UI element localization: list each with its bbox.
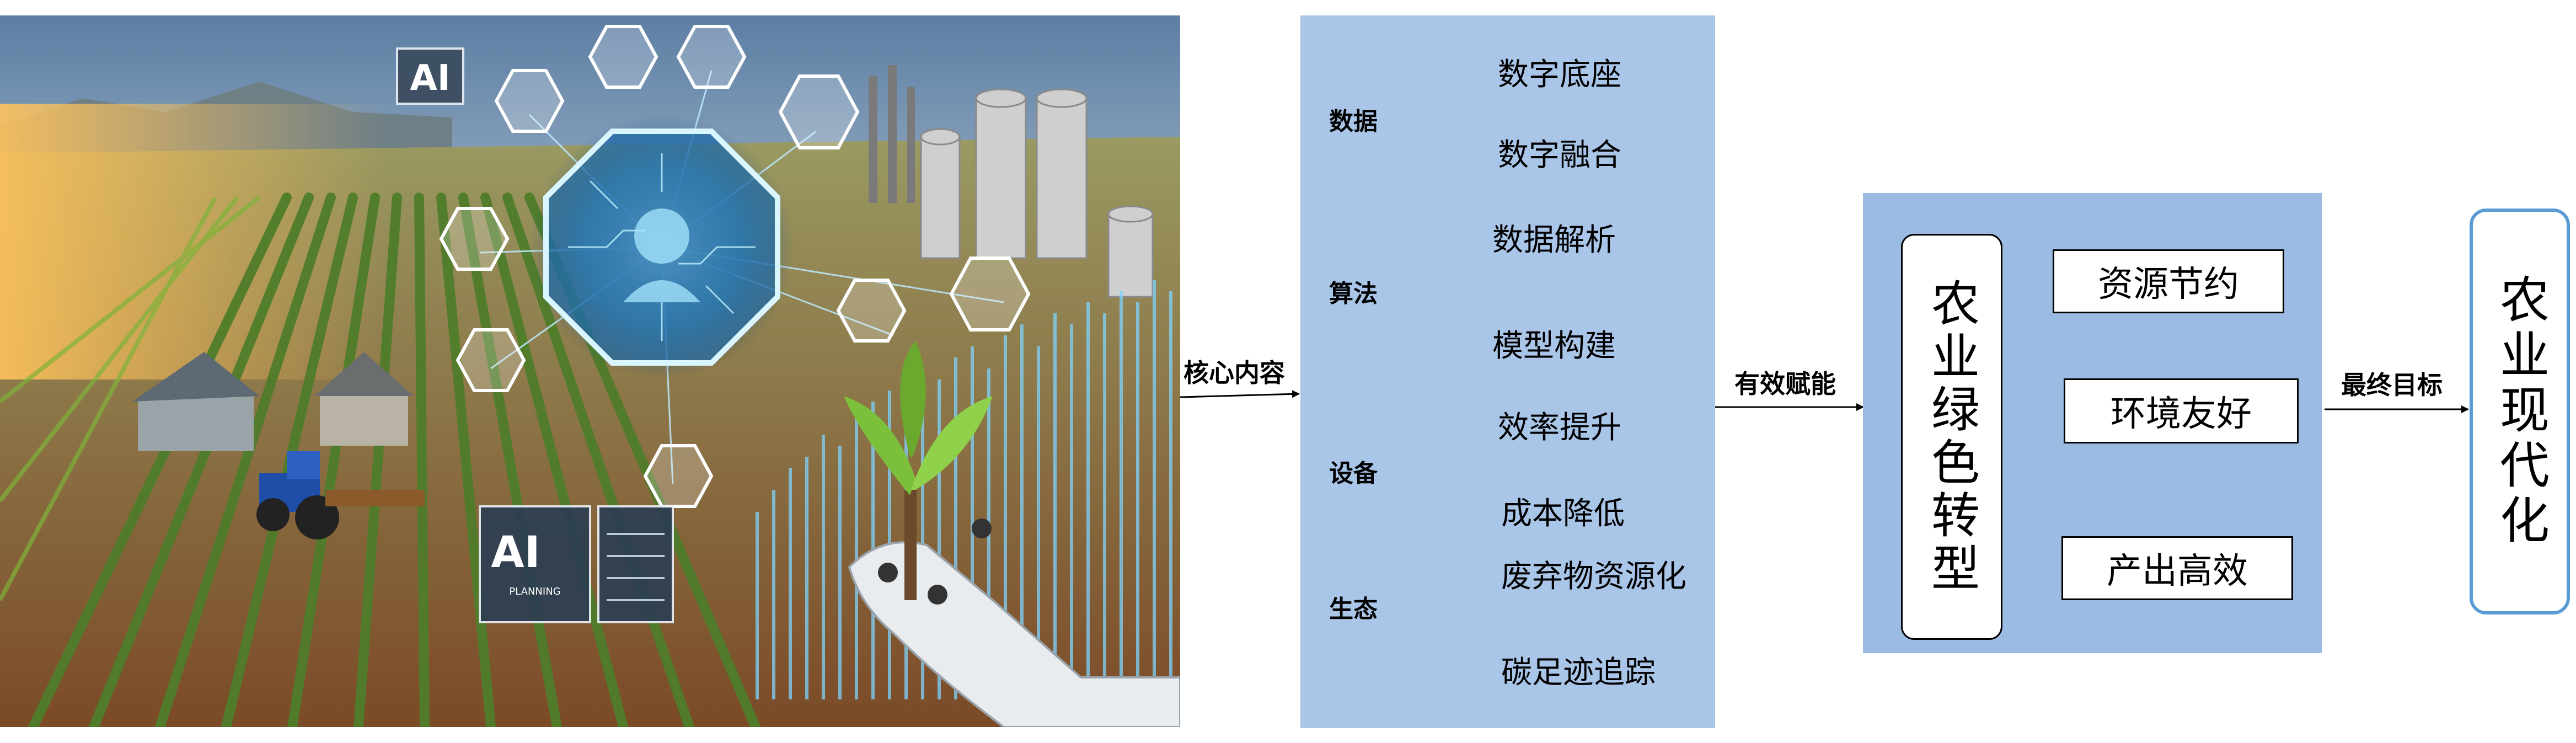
outcome-box-resource-saving	[2053, 249, 2284, 313]
green-transformation-label: 农业绿色转型	[1923, 278, 1980, 596]
ai-badge-top: AI	[410, 58, 450, 99]
ai-badge-bottom: AI	[491, 528, 540, 578]
core-category-data: 数据	[1329, 108, 1378, 136]
goal-label: 农业现代化	[2491, 274, 2549, 549]
goal-box	[2470, 209, 2570, 614]
outcome-box-high-output	[2061, 536, 2293, 600]
arrow-label-empower: 有效赋能	[1734, 369, 1836, 399]
outcome-box-environment-friendly	[2064, 378, 2299, 443]
arrow-core-content	[1180, 390, 1300, 398]
ai-badge-bottom-sub: PLANNING	[509, 586, 560, 597]
core-item-model-building: 模型构建	[1492, 328, 1616, 364]
core-item-efficiency: 效率提升	[1498, 410, 1621, 446]
core-content-panel	[1300, 15, 1715, 728]
core-category-algorithm: 算法	[1329, 280, 1378, 308]
outcome-label-environment-friendly: 环境友好	[2111, 394, 2252, 435]
core-category-ecology: 生态	[1329, 595, 1378, 623]
core-item-carbon-tracking: 碳足迹追踪	[1501, 655, 1656, 691]
core-item-waste-recycling: 废弃物资源化	[1501, 559, 1686, 595]
core-item-digital-base: 数字底座	[1498, 57, 1621, 93]
green-transformation-box	[1901, 234, 2002, 640]
outcome-label-resource-saving: 资源节约	[2098, 264, 2239, 305]
outcome-label-high-output: 产出高效	[2107, 551, 2248, 592]
arrow-label-core-content: 核心内容	[1183, 358, 1285, 388]
arrow-label-final-goal: 最终目标	[2341, 370, 2443, 400]
core-item-cost-reduction: 成本降低	[1501, 496, 1625, 532]
core-item-data-analysis: 数据解析	[1492, 222, 1616, 258]
smart-farm-illustration: AI AI PLANNING	[0, 15, 1180, 727]
core-item-digital-fusion: 数字融合	[1498, 137, 1621, 173]
core-category-equipment: 设备	[1329, 459, 1378, 488]
